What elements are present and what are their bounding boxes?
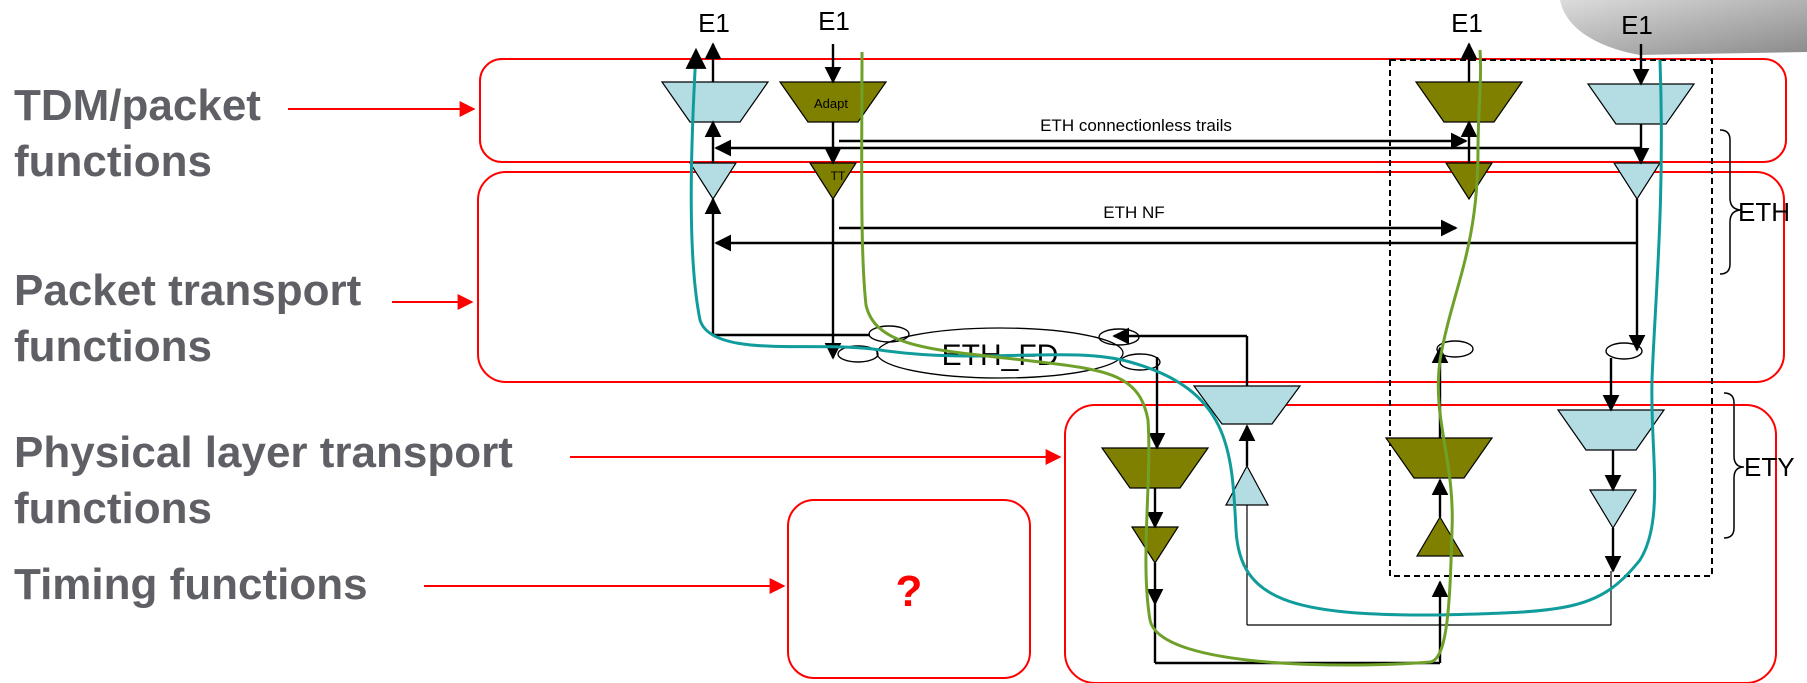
trail-termination-olive-2 <box>1444 162 1494 201</box>
timing-question-mark: ? <box>896 567 923 616</box>
e1-label-4: E1 <box>1621 10 1653 40</box>
timing-function-box <box>787 499 1031 679</box>
ety-adapt-olive-1 <box>1100 447 1210 489</box>
ety-adapt-light-2 <box>1556 409 1666 451</box>
label-timing-line1: Timing functions <box>14 560 368 609</box>
eth-trails-label: ETH connectionless trails <box>1040 116 1232 135</box>
adapt-function-light-right <box>1586 83 1696 125</box>
e1-label-2: E1 <box>818 6 850 36</box>
ety-termination-light-2 <box>1588 489 1638 530</box>
tt-label: TT <box>831 169 846 183</box>
green-e1-path <box>860 49 1483 667</box>
label-packet-transport-line1: Packet transport <box>14 266 362 315</box>
packet-transport-layer-box <box>477 171 1785 383</box>
label-tdm-packet-functions: TDM/packet functions <box>14 78 261 190</box>
label-physical-layer-line1: Physical layer transport <box>14 428 513 477</box>
ety-termination-olive-2 <box>1415 515 1465 557</box>
label-physical-layer-line2: functions <box>14 484 212 533</box>
adapt-label: Adapt <box>814 96 848 111</box>
ety-brace <box>1723 392 1745 539</box>
label-physical-layer-functions: Physical layer transport functions <box>14 425 513 537</box>
adapt-function-light-left <box>660 81 770 123</box>
corner-logo-decoration <box>1560 0 1807 55</box>
connection-points <box>837 325 1643 371</box>
adapt-function-olive-right <box>1414 81 1524 123</box>
eth-nf-label: ETH NF <box>1103 203 1164 222</box>
signal-lines <box>704 42 1650 665</box>
eth-brace-label: ETH <box>1738 197 1790 227</box>
teal-e1-path <box>689 51 1663 617</box>
label-packet-transport-line2: functions <box>14 322 212 371</box>
ety-termination-olive-1 <box>1130 526 1180 565</box>
label-tdm-packet-line1: TDM/packet <box>14 81 261 130</box>
label-tdm-packet-line2: functions <box>14 137 212 186</box>
ety-brace-label: ETY <box>1744 452 1795 482</box>
adapt-function-olive-left <box>778 81 888 123</box>
e1-label-3: E1 <box>1451 8 1483 38</box>
label-timing-functions: Timing functions <box>14 557 368 613</box>
trail-termination-light-1 <box>688 162 738 201</box>
label-packet-transport-functions: Packet transport functions <box>14 263 361 375</box>
trail-termination-light-2 <box>1612 162 1662 201</box>
physical-layer-box <box>1064 404 1777 683</box>
eth-fd-ellipse <box>876 327 1124 379</box>
tdm-packet-layer-box <box>479 58 1787 163</box>
ety-adapt-light-1 <box>1192 385 1302 425</box>
eth-brace <box>1719 129 1743 275</box>
e1-label-1: E1 <box>698 8 730 38</box>
thin-return-line <box>1246 505 1612 626</box>
dashed-group-box <box>1389 59 1713 577</box>
ety-adapt-olive-2 <box>1384 437 1494 479</box>
